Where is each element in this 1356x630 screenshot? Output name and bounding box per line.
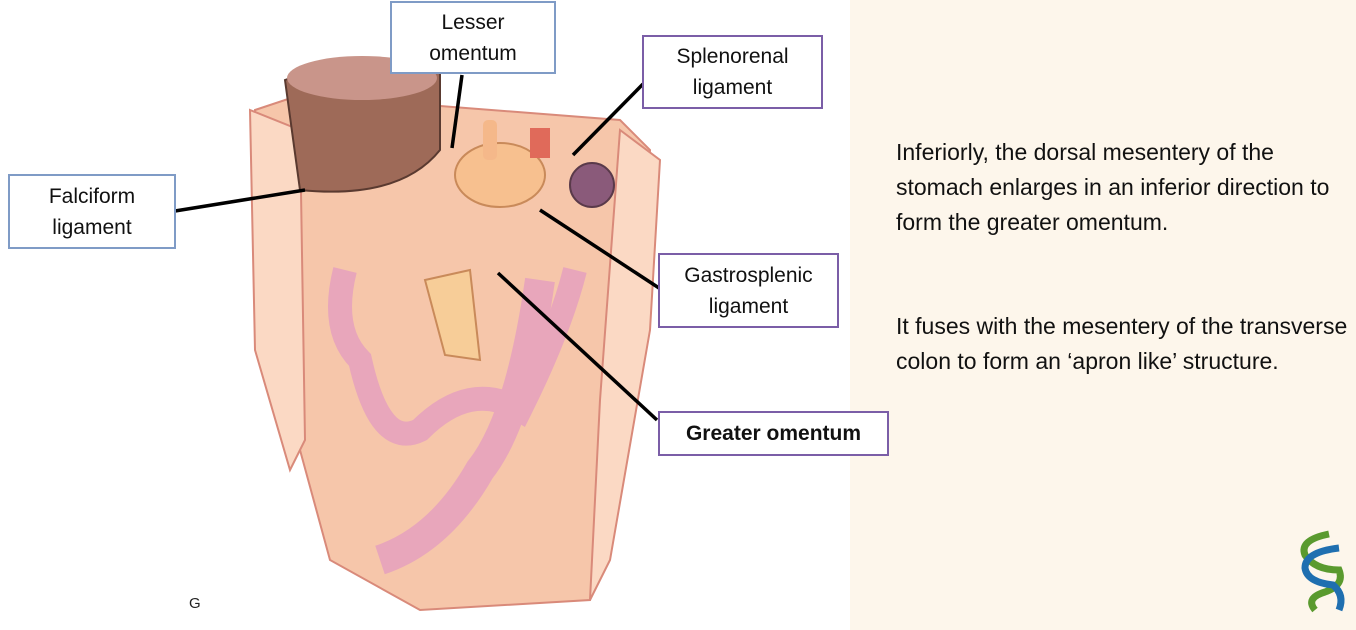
label-falciform-ligament: Falciform ligament: [8, 174, 176, 249]
helix-logo-icon: [1300, 530, 1345, 613]
label-text: Lesser omentum: [429, 10, 517, 65]
label-splenorenal-ligament: Splenorenal ligament: [642, 35, 823, 109]
label-text: Falciform ligament: [48, 184, 136, 239]
label-greater-omentum: Greater omentum: [658, 411, 889, 456]
figure-letter: G: [189, 595, 201, 612]
text-panel: [850, 0, 1356, 630]
paragraph-2: It fuses with the mesentery of the trans…: [896, 313, 1348, 374]
paragraph-1: Inferiorly, the dorsal mesentery of the …: [896, 139, 1330, 235]
label-text: Greater omentum: [685, 422, 862, 445]
label-text: Gastrosplenic ligament: [684, 263, 813, 318]
label-lesser-omentum: Lesser omentum: [390, 1, 556, 74]
label-gastrosplenic-ligament: Gastrosplenic ligament: [658, 253, 839, 328]
label-text: Splenorenal ligament: [676, 45, 789, 99]
